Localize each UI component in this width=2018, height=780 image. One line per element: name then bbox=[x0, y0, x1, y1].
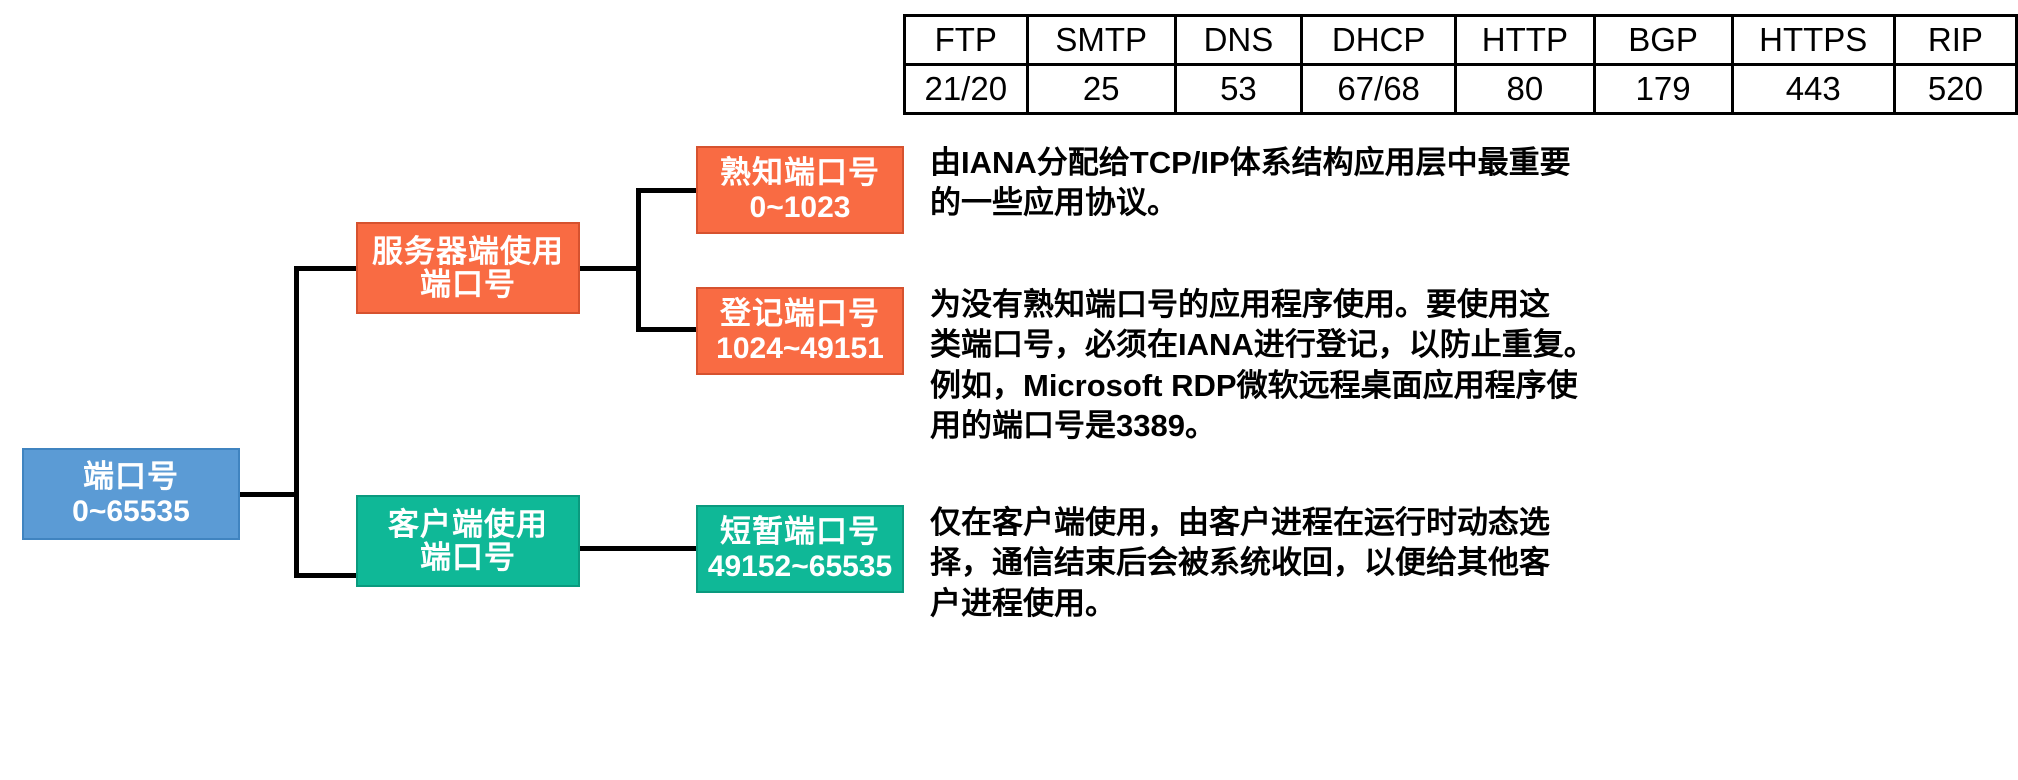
node-registered-range: 1024~49151 bbox=[716, 331, 884, 365]
table-cell-protocol-dhcp: DHCP bbox=[1300, 14, 1458, 66]
node-client-title-line2: 端口号 bbox=[420, 540, 516, 575]
connector-root-to-client bbox=[294, 573, 358, 578]
node-root-range: 0~65535 bbox=[72, 494, 190, 528]
node-registered-title: 登记端口号 bbox=[720, 296, 880, 332]
description-registered-ports: 为没有熟知端口号的应用程序使用。要使用这 类端口号，必须在IANA进行登记，以防… bbox=[930, 287, 1595, 443]
node-root-title: 端口号 bbox=[83, 459, 179, 495]
table-cell-port-ftp: 21/20 bbox=[903, 63, 1029, 115]
connector-server-to-registered bbox=[636, 327, 698, 332]
connector-server-to-wellknown bbox=[636, 188, 698, 193]
table-cell-port-https: 443 bbox=[1730, 63, 1896, 115]
table-cell-port-dns: 53 bbox=[1173, 63, 1304, 115]
description-well-known-ports: 由IANA分配给TCP/IP体系结构应用层中最重要 的一些应用协议。 bbox=[930, 145, 1571, 221]
description-ephemeral-ports: 仅在客户端使用，由客户进程在运行时动态选 择，通信结束后会被系统收回，以便给其他… bbox=[930, 505, 1550, 621]
table-cell-port-bgp: 179 bbox=[1592, 63, 1734, 115]
node-server-title-line2: 端口号 bbox=[420, 267, 516, 302]
table-cell-protocol-dns: DNS bbox=[1173, 14, 1304, 66]
table-cell-port-rip: 520 bbox=[1892, 63, 2018, 115]
connector-client-to-ephemeral bbox=[578, 546, 698, 551]
protocol-port-table: FTP SMTP DNS DHCP HTTP BGP HTTPS RIP 21/… bbox=[903, 14, 2018, 115]
table-cell-protocol-bgp: BGP bbox=[1592, 14, 1734, 66]
node-port-number-root[interactable]: 端口号 0~65535 bbox=[22, 448, 240, 540]
table-cell-protocol-smtp: SMTP bbox=[1025, 14, 1177, 66]
node-wellknown-range: 0~1023 bbox=[749, 190, 851, 224]
table-cell-protocol-rip: RIP bbox=[1892, 14, 2018, 66]
node-well-known-ports[interactable]: 熟知端口号 0~1023 bbox=[696, 146, 904, 234]
table-row-protocols: FTP SMTP DNS DHCP HTTP BGP HTTPS RIP bbox=[903, 14, 2018, 66]
table-cell-protocol-http: HTTP bbox=[1454, 14, 1596, 66]
table-row-ports: 21/20 25 53 67/68 80 179 443 520 bbox=[903, 63, 2018, 115]
connector-server-spine bbox=[636, 188, 641, 332]
connector-server-stem bbox=[578, 266, 640, 271]
node-registered-ports[interactable]: 登记端口号 1024~49151 bbox=[696, 287, 904, 375]
node-client-side-ports[interactable]: 客户端使用 端口号 bbox=[356, 495, 580, 587]
node-server-title-line1: 服务器端使用 bbox=[372, 233, 564, 269]
node-server-side-ports[interactable]: 服务器端使用 端口号 bbox=[356, 222, 580, 314]
table-cell-protocol-ftp: FTP bbox=[903, 14, 1029, 66]
connector-root-to-server bbox=[294, 266, 358, 271]
connector-root-spine bbox=[294, 266, 299, 578]
node-client-title-line1: 客户端使用 bbox=[388, 506, 548, 542]
table-cell-protocol-https: HTTPS bbox=[1730, 14, 1896, 66]
node-wellknown-title: 熟知端口号 bbox=[720, 155, 880, 191]
connector-root-stem bbox=[240, 492, 298, 497]
table-cell-port-http: 80 bbox=[1454, 63, 1596, 115]
node-ephemeral-title: 短暂端口号 bbox=[720, 514, 880, 550]
table-cell-port-smtp: 25 bbox=[1025, 63, 1177, 115]
node-ephemeral-range: 49152~65535 bbox=[707, 549, 893, 583]
table-cell-port-dhcp: 67/68 bbox=[1300, 63, 1458, 115]
node-ephemeral-ports[interactable]: 短暂端口号 49152~65535 bbox=[696, 505, 904, 593]
